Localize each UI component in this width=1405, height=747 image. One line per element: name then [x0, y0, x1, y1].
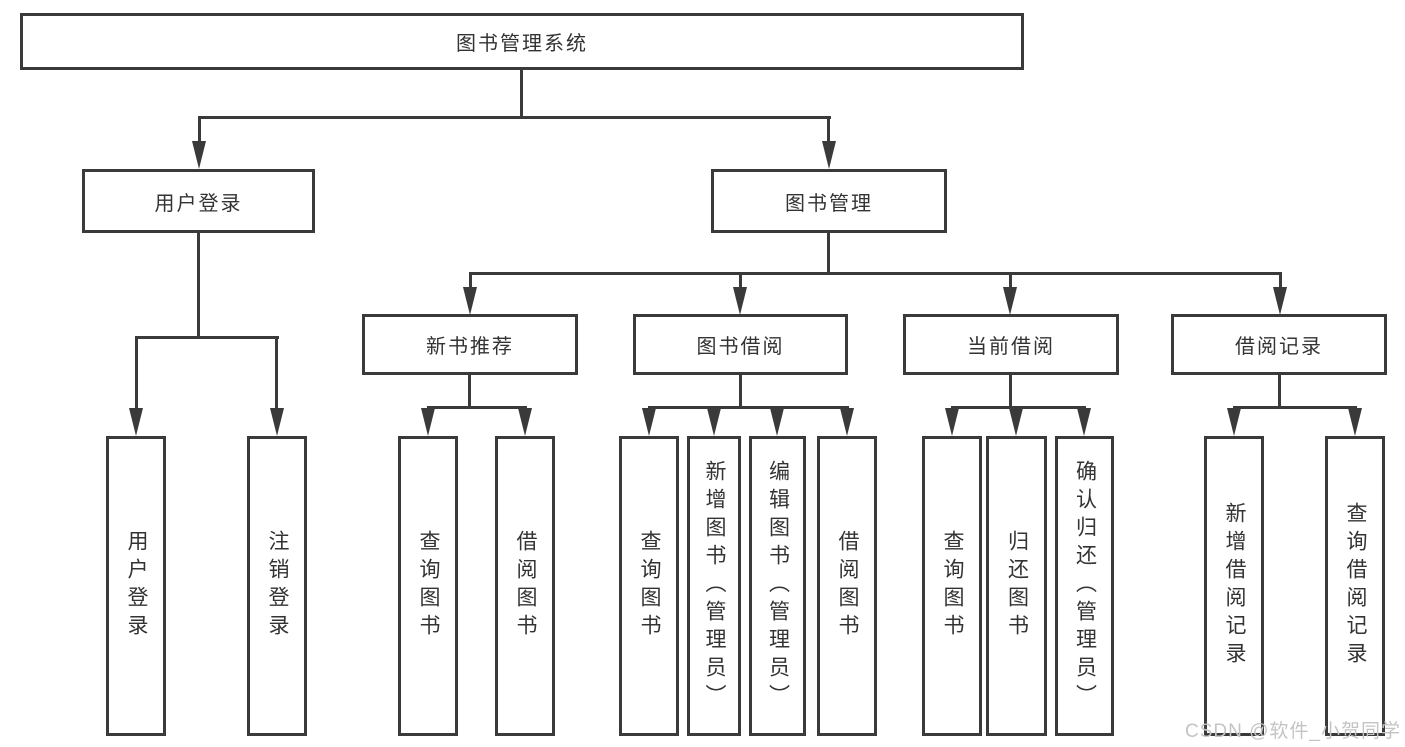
- arrowhead-borrow-recommend: [518, 408, 532, 436]
- arrowhead-borrow: [733, 287, 747, 315]
- arrowhead-query-borrow: [642, 408, 656, 436]
- connector-current-bar: [951, 406, 1086, 409]
- node-root-library-system: 图书管理系统: [20, 13, 1024, 70]
- arrowhead-user-login: [192, 141, 206, 169]
- leaf-borrow-books: 借阅图书: [817, 436, 877, 736]
- connector-userlogin-bar: [135, 336, 279, 339]
- csdn-watermark: CSDN @软件_小贺同学: [1185, 721, 1401, 742]
- node-book-borrow: 图书借阅: [633, 314, 848, 375]
- arrowhead-query-current: [945, 408, 959, 436]
- node-book-management: 图书管理: [711, 169, 947, 233]
- arrowhead-add-book: [707, 408, 721, 436]
- connector-drop-leaf-logout: [275, 336, 278, 411]
- arrowhead-confirm-return: [1077, 408, 1091, 436]
- connector-drop-borrow: [739, 272, 742, 292]
- arrowhead-records: [1273, 287, 1287, 315]
- arrowhead-current: [1003, 287, 1017, 315]
- arrowhead-query-recommend: [421, 408, 435, 436]
- connector-records-stem: [1278, 375, 1281, 409]
- arrowhead-recommend: [463, 287, 477, 315]
- arrowhead-edit-book: [770, 408, 784, 436]
- leaf-user-login: 用户登录: [106, 436, 166, 736]
- connector-drop-recommend: [469, 272, 472, 292]
- node-user-login: 用户登录: [82, 169, 315, 233]
- connector-bookmgmt-stem: [827, 233, 830, 275]
- connector-root-bar: [198, 116, 831, 119]
- leaf-add-borrow-record: 新增借阅记录: [1204, 436, 1264, 736]
- leaf-return-books: 归还图书: [986, 436, 1047, 736]
- node-borrow-records: 借阅记录: [1171, 314, 1387, 375]
- leaf-borrow-books-recommend: 借阅图书: [495, 436, 555, 736]
- arrowhead-return-book: [1009, 408, 1023, 436]
- connector-records-bar: [1233, 406, 1357, 409]
- arrowhead-leaf-login: [129, 408, 143, 436]
- connector-borrow-stem: [739, 375, 742, 409]
- arrowhead-leaf-logout: [270, 408, 284, 436]
- leaf-edit-book-admin: 编辑图书（管理员）: [749, 436, 806, 736]
- connector-userlogin-stem: [197, 233, 200, 339]
- connector-drop-records: [1279, 272, 1282, 292]
- leaf-query-books-current: 查询图书: [922, 436, 982, 736]
- connector-drop-user-login: [198, 116, 201, 146]
- leaf-logout: 注销登录: [247, 436, 307, 736]
- leaf-query-books-borrow: 查询图书: [619, 436, 679, 736]
- node-new-book-recommend: 新书推荐: [362, 314, 578, 375]
- connector-recommend-bar: [427, 406, 527, 409]
- leaf-query-books-recommend: 查询图书: [398, 436, 458, 736]
- arrowhead-book-management: [822, 141, 836, 169]
- connector-borrow-bar: [648, 406, 849, 409]
- arrowhead-borrow-book: [840, 408, 854, 436]
- connector-drop-leaf-login: [135, 336, 138, 411]
- connector-drop-current: [1009, 272, 1012, 292]
- connector-bookmgmt-bar: [469, 272, 1282, 275]
- node-current-borrow: 当前借阅: [903, 314, 1119, 375]
- arrowhead-add-record: [1227, 408, 1241, 436]
- leaf-confirm-return-admin: 确认归还（管理员）: [1055, 436, 1114, 736]
- leaf-add-book-admin: 新增图书（管理员）: [687, 436, 741, 736]
- connector-root-stem: [520, 70, 523, 119]
- connector-drop-book-management: [827, 116, 830, 146]
- arrowhead-query-record: [1348, 408, 1362, 436]
- connector-current-stem: [1009, 375, 1012, 409]
- leaf-query-borrow-record: 查询借阅记录: [1325, 436, 1385, 736]
- connector-recommend-stem: [468, 375, 471, 409]
